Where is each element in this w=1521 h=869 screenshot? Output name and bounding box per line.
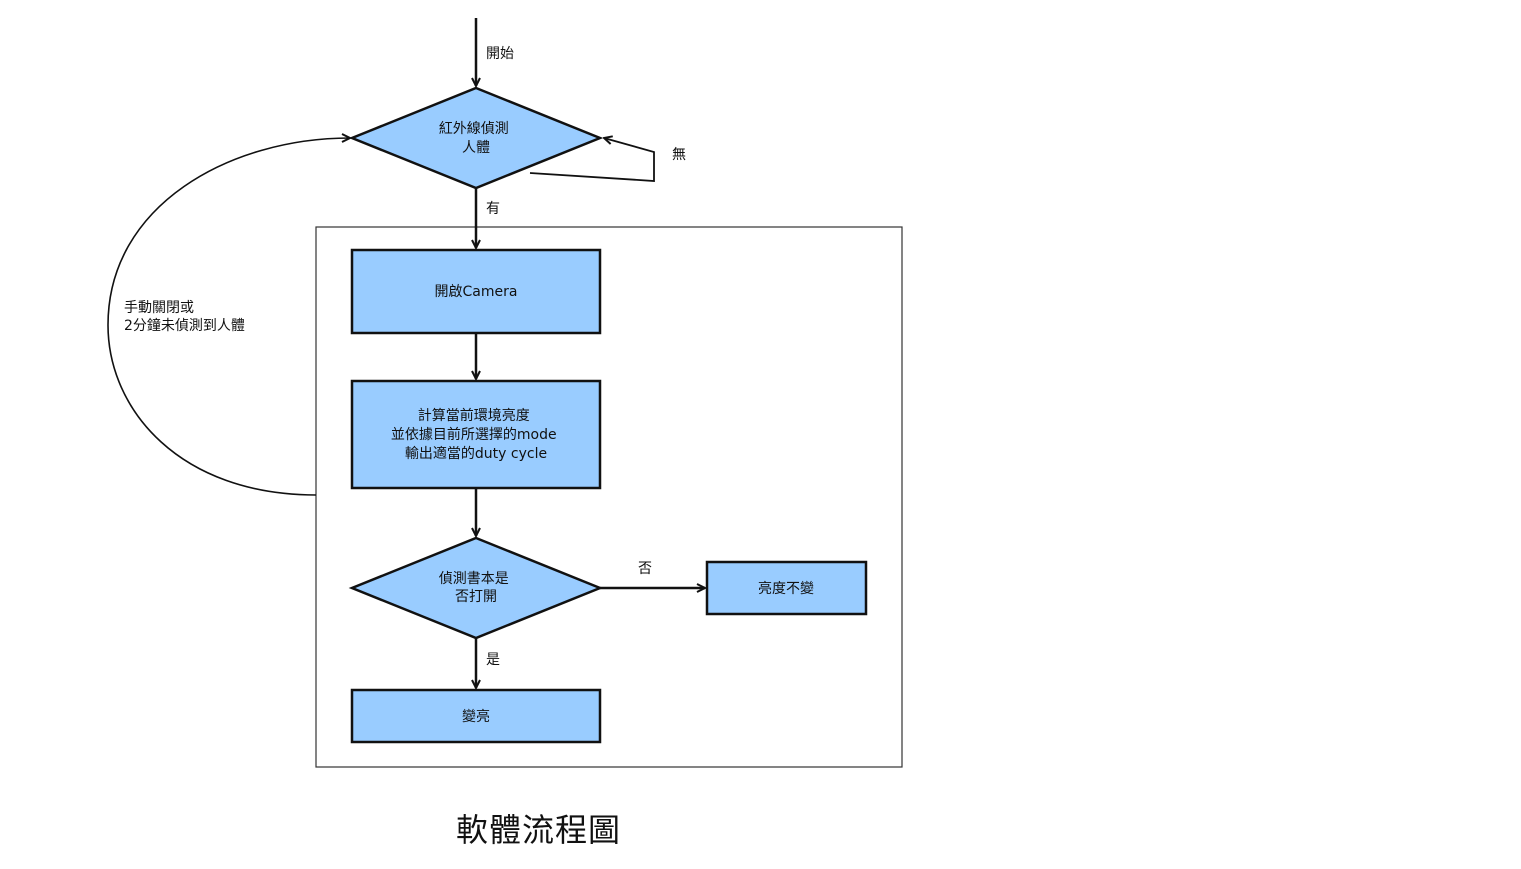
- compute-line-1: 計算當前環境亮度: [418, 407, 530, 424]
- loop-back-line-1: 手動關閉或: [124, 300, 194, 316]
- brighten-box: [350, 688, 602, 744]
- compute-line-2: 並依據目前所選擇的mode: [391, 426, 557, 443]
- book-check-label: 偵測書本是 否打開: [439, 571, 513, 605]
- open-camera-box: [350, 248, 602, 335]
- detect-yes-label: 有: [486, 201, 500, 217]
- no-label: 否: [638, 561, 652, 577]
- no-change-box: [705, 560, 868, 616]
- figure-caption: 軟體流程圖: [456, 811, 622, 849]
- compute-line-3: 輸出適當的duty cycle: [405, 445, 547, 462]
- none-loop-edge: [529, 138, 655, 182]
- no-change-label: 亮度不變: [758, 580, 814, 597]
- yes-label: 是: [486, 652, 500, 668]
- book-check-decision: [348, 536, 604, 640]
- ir-detect-label: 紅外線偵測 人體: [439, 121, 513, 156]
- none-label: 無: [672, 147, 686, 163]
- book-check-line-2: 否打開: [455, 588, 497, 605]
- open-camera-label: 開啟Camera: [435, 284, 518, 300]
- start-label: 開始: [486, 46, 514, 62]
- loop-back-line-2: 2分鐘未偵測到人體: [124, 317, 245, 334]
- compute-box: [350, 379, 602, 490]
- ir-detect-line-1: 紅外線偵測: [439, 121, 509, 137]
- process-frame: [315, 226, 903, 768]
- loop-back-edge: [107, 138, 350, 496]
- compute-label: 計算當前環境亮度 並依據目前所選擇的mode 輸出適當的duty cycle: [391, 407, 561, 462]
- ir-detect-decision: [348, 86, 604, 190]
- book-check-line-1: 偵測書本是: [439, 571, 509, 587]
- ir-detect-line-2: 人體: [462, 140, 490, 156]
- brighten-label: 變亮: [462, 708, 490, 725]
- loop-back-label: 手動關閉或 2分鐘未偵測到人體: [124, 300, 245, 334]
